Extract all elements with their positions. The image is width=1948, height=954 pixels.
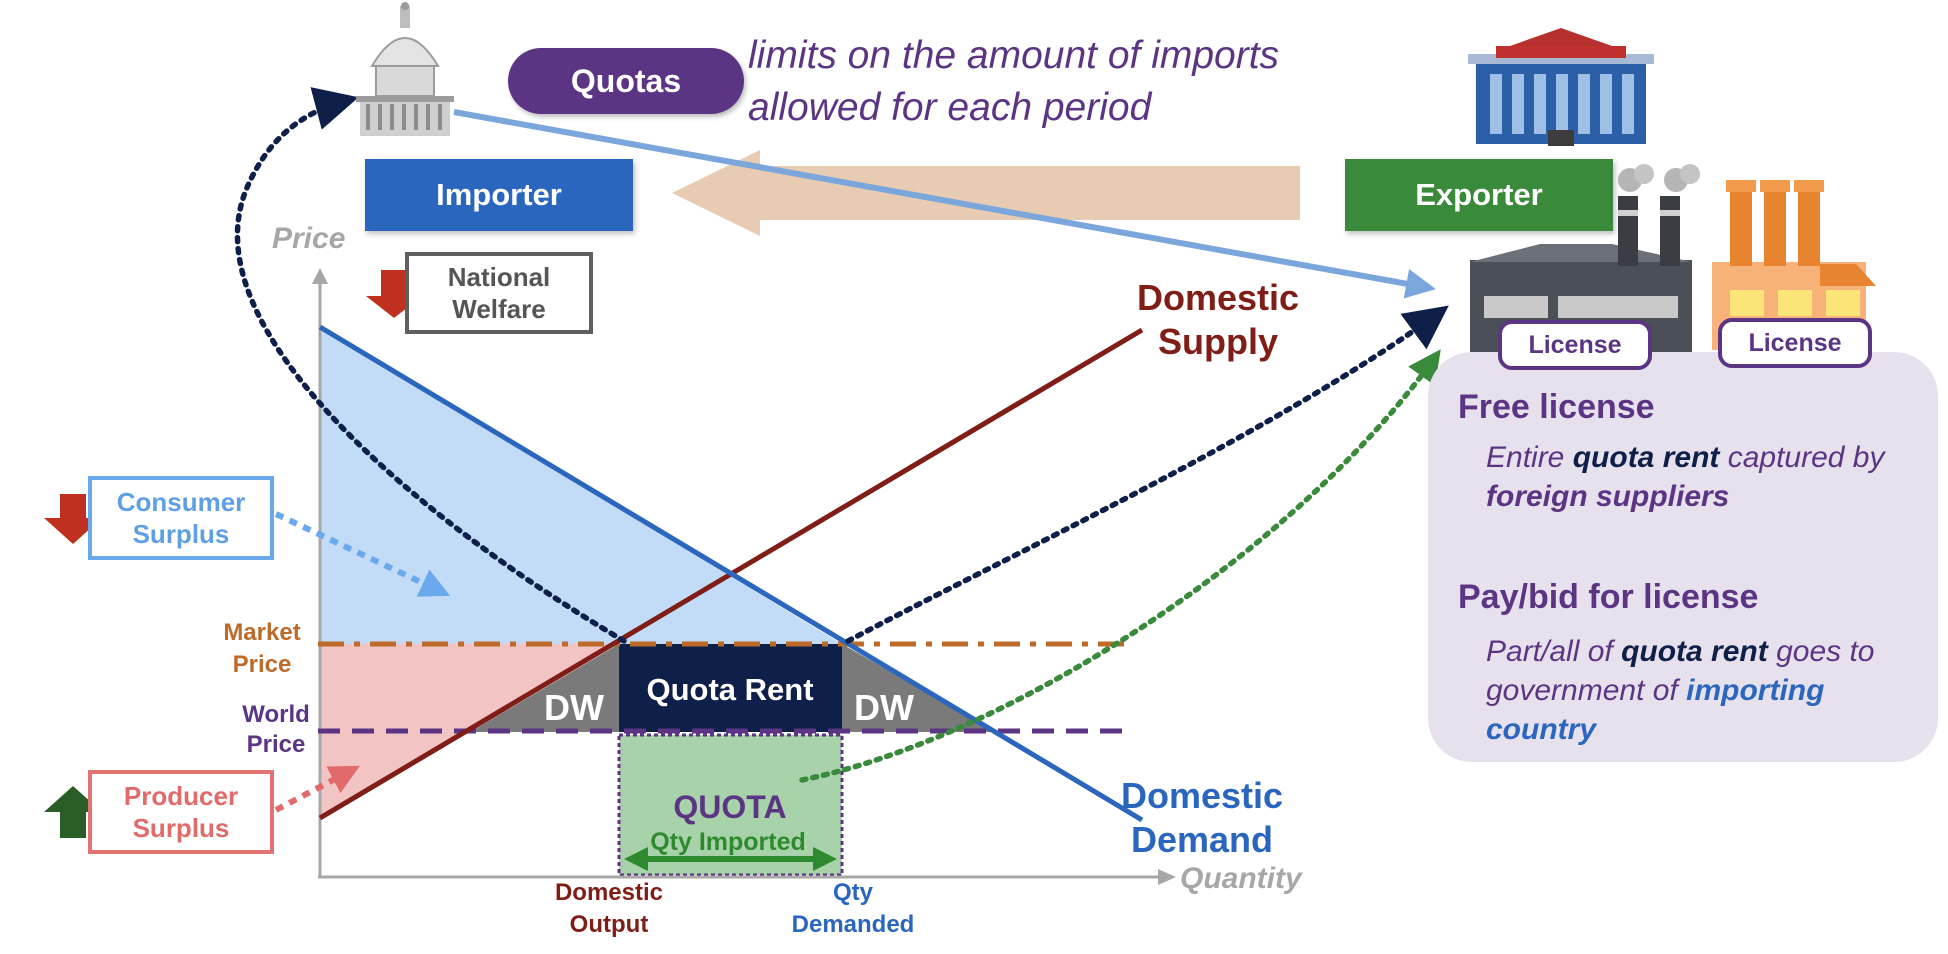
quota-rent-label: Quota Rent (646, 672, 813, 707)
license-tag-2: License (1718, 318, 1872, 368)
free-license-key-2: foreign suppliers (1486, 480, 1730, 513)
license-options-panel: Free license Entire quota rent captured … (1428, 352, 1938, 762)
capitol-icon (356, 2, 454, 136)
market-price-label-line2: Price (233, 651, 292, 678)
y-axis-label: Price (272, 222, 345, 255)
free-license-heading: Free license (1458, 388, 1655, 426)
quota-to-exporter-arrow (799, 349, 1441, 783)
free-license-text-1: Entire (1486, 441, 1573, 474)
world-price-label-line2: Price (247, 731, 306, 758)
pay-license-key-1: quota rent (1621, 635, 1768, 668)
consumer-surplus-box: Consumer Surplus (88, 476, 274, 560)
pay-license-text-2: goes to government of (1486, 635, 1875, 707)
consumer-surplus-line1: Consumer (116, 487, 246, 517)
importer-label: Importer (436, 177, 562, 212)
deadweight-left-label: DW (544, 687, 604, 728)
quota-definition-line2: allowed for each period (748, 86, 1152, 129)
x-axis-label: Quantity (1180, 862, 1303, 895)
y-axis-arrowhead (312, 268, 328, 284)
free-license-text: Entire quota rent captured by foreign su… (1486, 438, 1926, 516)
qty-demanded-label-line2: Demanded (792, 911, 915, 938)
license-issue-arrow (453, 109, 1436, 299)
quotas-badge-label: Quotas (570, 62, 682, 99)
quota-label: QUOTA (673, 789, 786, 825)
x-axis-arrowhead (1158, 869, 1176, 885)
rent-to-government-arrow (234, 87, 627, 644)
license-tag-1-label: License (1528, 330, 1622, 359)
supply-label-line2: Supply (1158, 321, 1278, 362)
consumer-surplus-line2: Surplus (132, 519, 230, 549)
domestic-output-label-line2: Output (570, 911, 649, 938)
pay-license-heading: Pay/bid for license (1458, 578, 1759, 616)
pay-license-text: Part/all of quota rent goes to governmen… (1486, 632, 1926, 749)
deadweight-right-label: DW (854, 687, 914, 728)
quota-rent-area (619, 644, 842, 732)
quotas-badge: Quotas (508, 48, 744, 114)
exporter-box: Exporter (1345, 159, 1613, 231)
license-tag-2-label: License (1748, 328, 1842, 357)
free-license-text-2: captured by (1719, 441, 1885, 474)
quota-definition-line1: limits on the amount of imports (748, 34, 1280, 77)
national-welfare-line2: Welfare (452, 294, 546, 324)
pay-license-key-2: importing country (1486, 674, 1825, 746)
license-tag-1: License (1498, 320, 1652, 370)
domestic-output-label-line1: Domestic (555, 879, 663, 906)
producer-surplus-line2: Surplus (132, 813, 230, 843)
market-price-label-line1: Market (223, 619, 300, 646)
down-arrow-icon (44, 494, 102, 544)
producer-surplus-box: Producer Surplus (88, 770, 274, 854)
demand-label-line2: Demand (1131, 819, 1273, 860)
national-welfare-line1: National (447, 262, 551, 292)
national-welfare-box: National Welfare (405, 252, 593, 334)
free-license-key-1: quota rent (1572, 441, 1720, 474)
quota-definition: limits on the amount of imports allowed … (748, 30, 1348, 134)
rent-to-foreign-arrow (845, 305, 1449, 644)
deadweight-left-area (470, 644, 619, 732)
qty-imported-label: Qty Imported (650, 828, 806, 856)
up-arrow-icon (44, 786, 102, 838)
demand-label-line1: Domestic (1121, 775, 1283, 816)
embassy-building-icon (1468, 28, 1654, 146)
import-flow-arrow (672, 150, 1300, 236)
domestic-demand-curve (318, 324, 1144, 823)
exporter-label: Exporter (1415, 177, 1543, 212)
world-price-label-line1: World (242, 701, 310, 728)
supply-label-line1: Domestic (1137, 277, 1299, 318)
qty-demanded-label-line1: Qty (833, 879, 874, 906)
consumer-surplus-pointer (274, 511, 451, 597)
producer-surplus-line1: Producer (123, 781, 239, 811)
importer-box: Importer (365, 159, 633, 231)
pay-license-text-1: Part/all of (1486, 635, 1622, 668)
